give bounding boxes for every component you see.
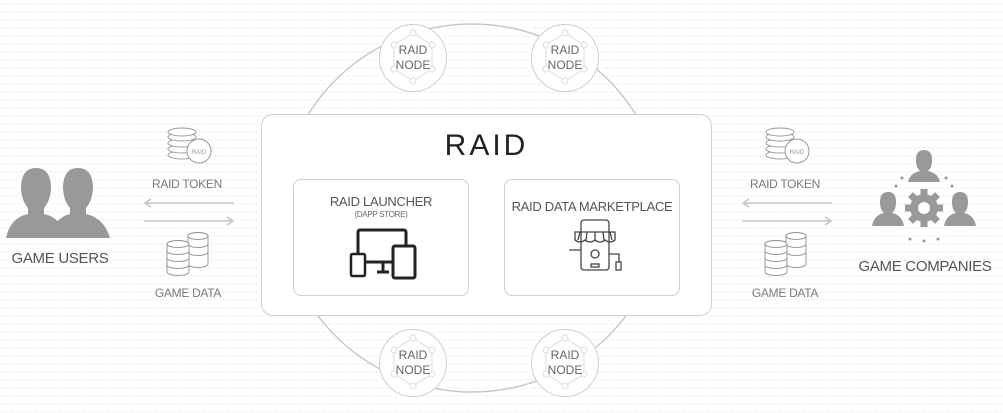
node-label-2: NODE <box>395 363 431 377</box>
game-data-database-icon <box>166 232 209 276</box>
node-network-icon <box>390 29 436 85</box>
right-raid-token-label: RAID TOKEN <box>750 177 820 191</box>
node-label-1: RAID <box>550 348 580 362</box>
raid-launcher-card[interactable]: RAID LAUNCHER (DAPP STORE) <box>293 179 469 296</box>
left-exchange-arrows <box>143 198 235 225</box>
node-label-1: RAID <box>550 43 580 57</box>
raid-data-marketplace-card[interactable]: RAID DATA MARKETPLACE <box>504 179 680 296</box>
coin-text: RAID <box>790 150 805 156</box>
left-raid-token-label: RAID TOKEN <box>152 177 222 191</box>
game-users-icon <box>6 168 110 238</box>
game-users-label: GAME USERS <box>11 250 109 267</box>
left-game-data-label: GAME DATA <box>154 286 222 300</box>
launcher-title: RAID LAUNCHER <box>329 194 433 209</box>
node-network-icon <box>390 334 436 390</box>
node-label-2: NODE <box>395 58 431 72</box>
marketplace-title: RAID DATA MARKETPLACE <box>511 199 673 214</box>
game-companies-icon <box>872 150 976 243</box>
raid-logo-title: RAID <box>444 129 529 162</box>
node-label-2: NODE <box>547 58 583 72</box>
game-data-database-icon <box>764 232 807 276</box>
devices-icon <box>349 228 417 280</box>
raid-token-coins-icon: RAID <box>765 127 810 164</box>
node-network-icon <box>542 29 588 85</box>
raid-platform-box: RAID RAID LAUNCHER (DAPP STORE) RAID DAT… <box>261 114 712 316</box>
game-companies-label: GAME COMPANIES <box>858 258 992 275</box>
launcher-subtitle: (DAPP STORE) <box>354 210 408 219</box>
node-label-1: RAID <box>398 348 428 362</box>
right-exchange-arrows <box>741 198 833 225</box>
node-network-icon <box>542 334 588 390</box>
node-label-1: RAID <box>398 43 428 57</box>
node-label-2: NODE <box>547 363 583 377</box>
coin-text: RAID <box>192 150 207 156</box>
right-game-data-label: GAME DATA <box>751 286 819 300</box>
storefront-icon <box>569 219 622 271</box>
raid-token-coins-icon: RAID <box>167 127 212 164</box>
